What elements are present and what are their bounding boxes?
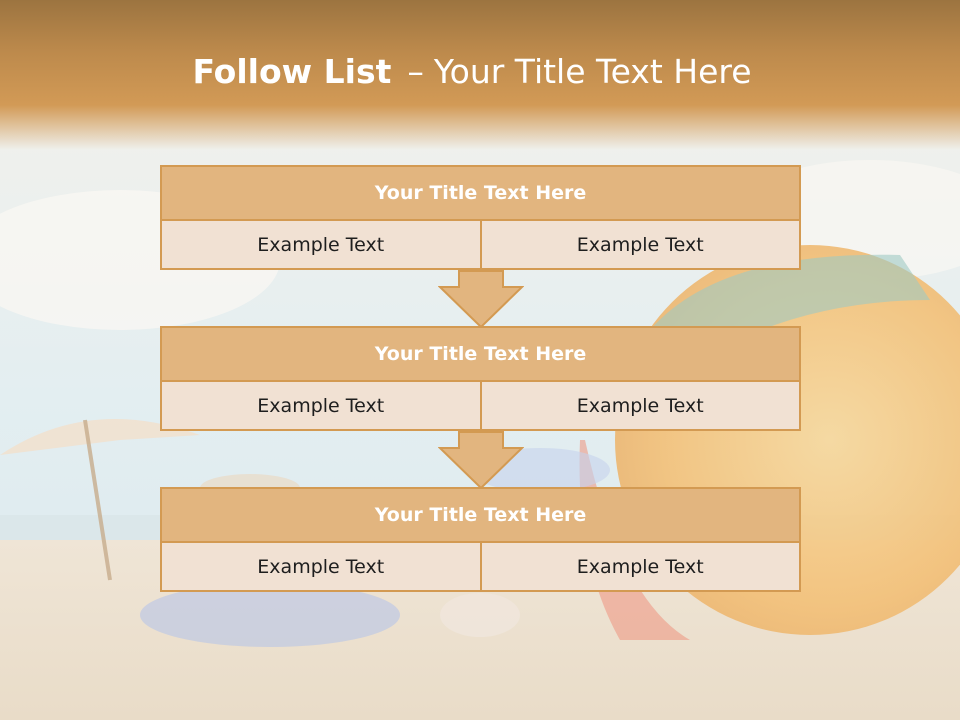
block-row: Example Text Example Text — [160, 382, 801, 431]
block-title: Your Title Text Here — [160, 165, 801, 221]
down-arrow-icon — [438, 431, 524, 490]
slide-title: Follow List–Your Title Text Here — [0, 52, 944, 91]
block-row: Example Text Example Text — [160, 221, 801, 270]
block-row: Example Text Example Text — [160, 543, 801, 592]
title-bar — [0, 0, 960, 150]
slide-title-bold: Follow List — [192, 52, 392, 91]
block-title: Your Title Text Here — [160, 487, 801, 543]
slide-title-separator: – — [407, 52, 424, 91]
block-cell-right: Example Text — [481, 221, 801, 270]
slide-title-text: Your Title Text Here — [433, 52, 752, 91]
block-title: Your Title Text Here — [160, 326, 801, 382]
block-cell-left: Example Text — [160, 382, 482, 431]
down-arrow-icon — [438, 270, 524, 329]
list-block-2: Your Title Text Here Example Text Exampl… — [160, 326, 801, 431]
block-cell-left: Example Text — [160, 543, 482, 592]
block-cell-right: Example Text — [481, 382, 801, 431]
block-cell-left: Example Text — [160, 221, 482, 270]
block-cell-right: Example Text — [481, 543, 801, 592]
list-block-1: Your Title Text Here Example Text Exampl… — [160, 165, 801, 270]
list-block-3: Your Title Text Here Example Text Exampl… — [160, 487, 801, 592]
